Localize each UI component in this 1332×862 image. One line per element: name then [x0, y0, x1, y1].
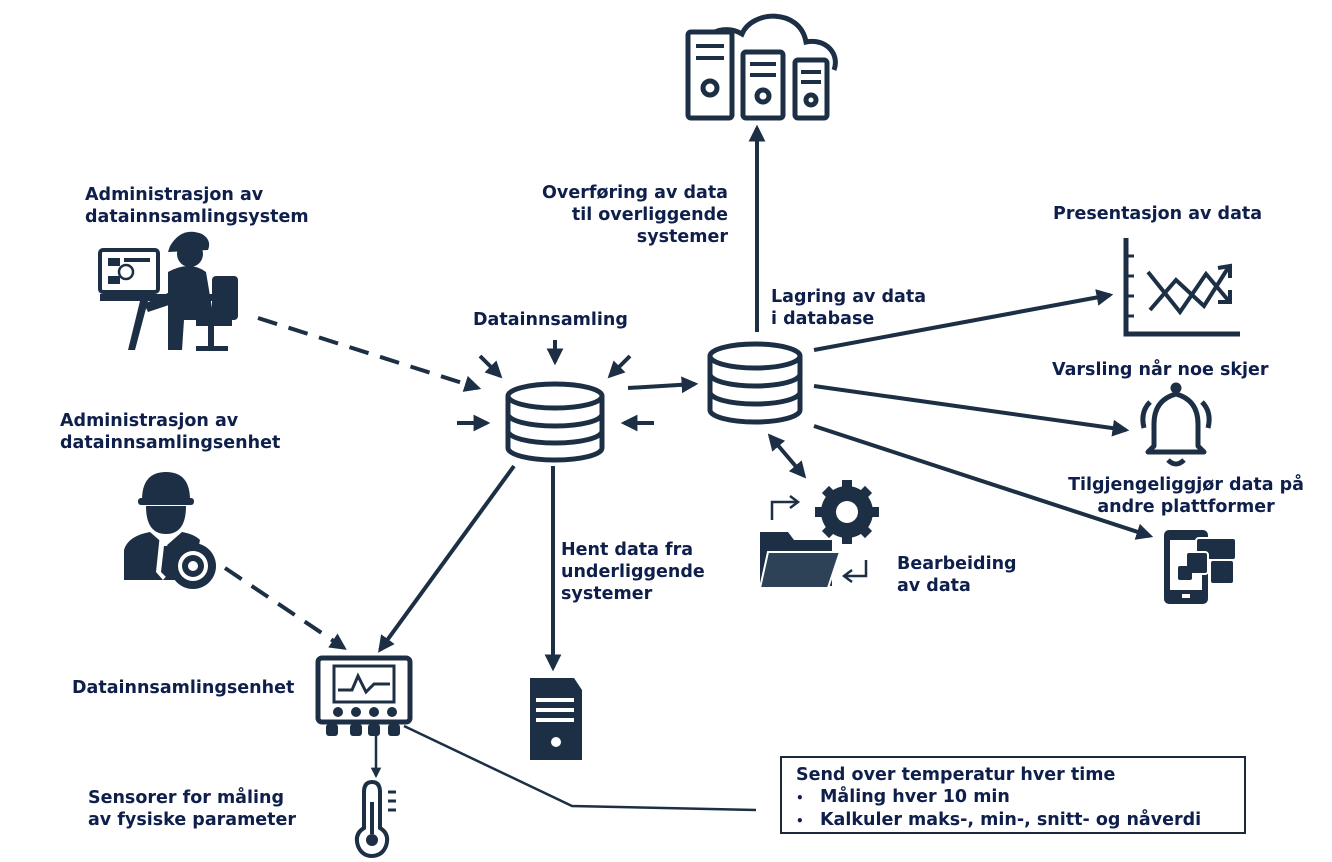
- label-unit: Datainnsamlingsenhet: [72, 678, 295, 698]
- note-connector: [403, 724, 757, 812]
- note-box: Send over temperatur hver time •Måling h…: [780, 756, 1246, 834]
- arrow-collection-to-unit: [378, 464, 516, 653]
- mobile-apps-icon: [1164, 530, 1237, 604]
- arrow-storage-processing: [767, 433, 807, 479]
- incoming-arrows: [457, 340, 654, 432]
- label-presentation: Presentasjon av data: [1053, 204, 1263, 224]
- label-datainnsamling: Datainnsamling: [473, 310, 628, 330]
- note-title: Send over temperatur hver time: [796, 765, 1116, 785]
- cloud-servers-icon: [685, 13, 838, 121]
- engineer-gear-icon: [124, 472, 216, 589]
- label-alerting: Varsling når noe skjer: [1052, 360, 1269, 380]
- note-bullet: •Kalkuler maks-, min-, snitt- og nåverdi: [796, 810, 1202, 830]
- arrow-admin-to-unit: [223, 566, 347, 650]
- arrow-admin-to-collection: [257, 316, 482, 392]
- note-bullet: •Måling hver 10 min: [796, 787, 1010, 807]
- connectors: [223, 124, 1154, 812]
- bell-icon: [1140, 382, 1212, 467]
- collection-database-icon: [505, 381, 605, 463]
- server-icon: [530, 678, 582, 760]
- arrow-collection-to-storage: [627, 376, 699, 394]
- arrow-storage-to-presentation: [813, 289, 1114, 352]
- storage-database-icon: [707, 341, 803, 425]
- thermometer-icon: [354, 779, 396, 859]
- folder-gear-icon: [758, 480, 879, 589]
- line-chart-icon: [1123, 238, 1240, 337]
- office-worker-icon: [98, 231, 238, 351]
- monitor-device-icon: [315, 655, 413, 736]
- arrow-storage-to-platforms: [813, 424, 1154, 540]
- note-bullets: •Måling hver 10 min •Kalkuler maks-, min…: [796, 786, 1201, 832]
- arrow-storage-to-alerting: [813, 384, 1130, 437]
